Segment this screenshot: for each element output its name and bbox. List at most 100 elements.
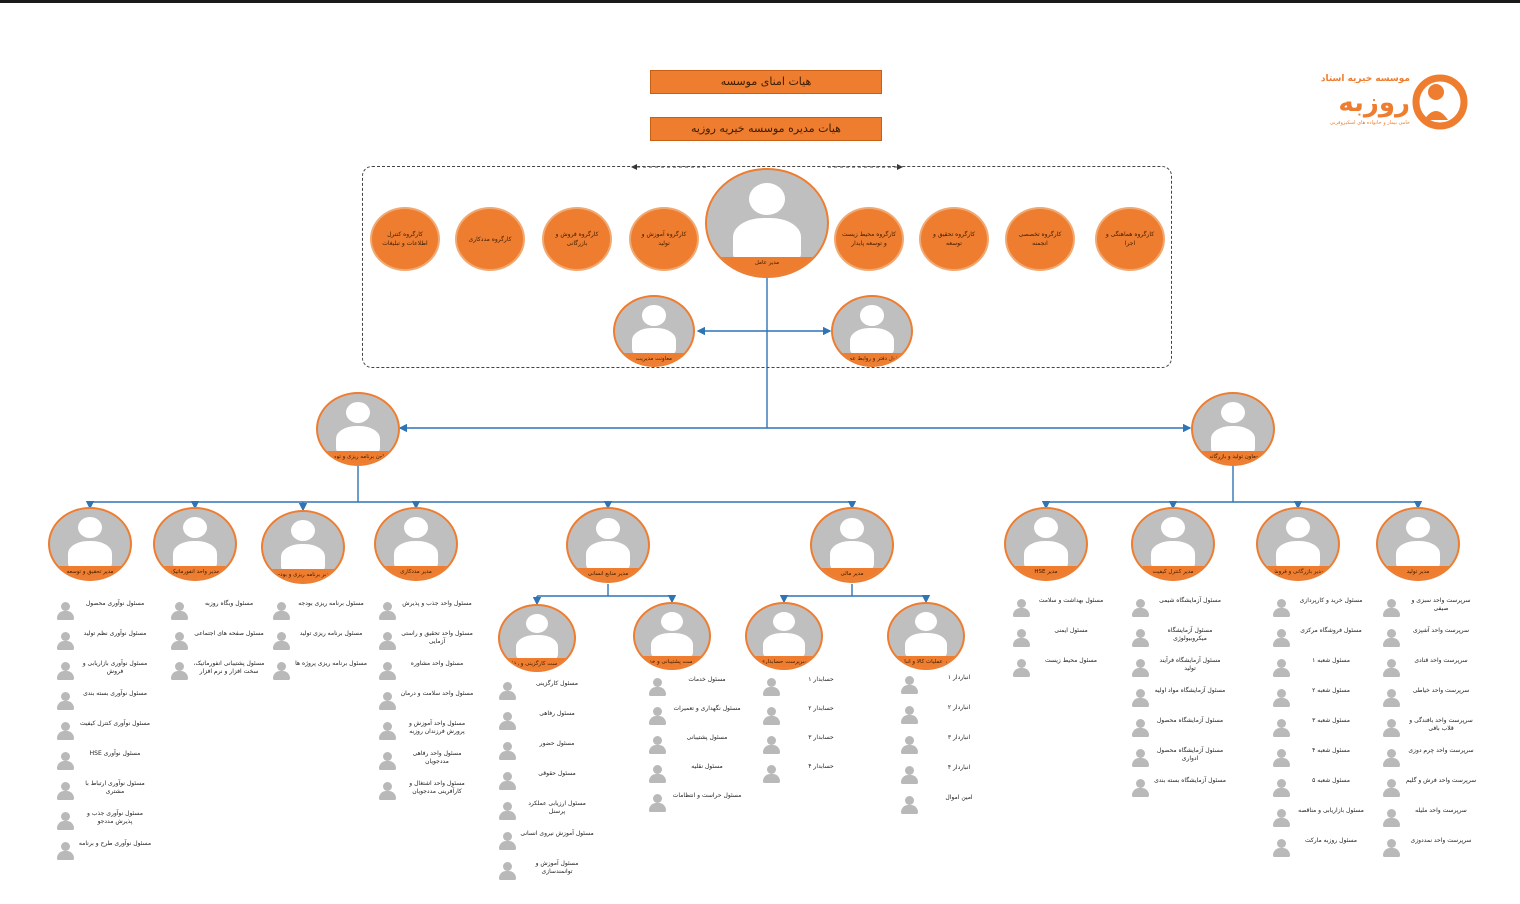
deputy-label: معاون برنامه ریزی و توسعه (318, 451, 398, 464)
avatar-body (393, 540, 439, 569)
person-icon (56, 842, 74, 860)
department-node: مدیر تحقیق و توسعه (48, 507, 132, 581)
avatar-body (829, 541, 875, 571)
supervisor-node: سرپرست کارگزینی و رفاهی (498, 604, 576, 672)
person-icon (498, 772, 516, 790)
person-icon (272, 602, 290, 620)
person-icon (498, 682, 516, 700)
list-item: حسابدار ۴ (762, 763, 857, 785)
list-item-label: مسئول نوآوری محصول (85, 600, 145, 607)
department-node-label: مدیر منابع انسانی (568, 568, 648, 581)
avatar-icon (291, 520, 315, 542)
working-group: کارگروه فروش و بازرگانی (542, 207, 612, 271)
avatar-icon (660, 611, 684, 631)
person-icon (1272, 689, 1290, 707)
person-icon (498, 862, 516, 880)
list-item: مسئول وبگاه روزبه (170, 600, 265, 622)
logo-title: موسسه خیریه استاد (1320, 74, 1410, 84)
person-icon (1382, 629, 1400, 647)
department-node: مدیر مالی (810, 507, 894, 583)
working-group: کارگروه مددکاری (455, 207, 525, 271)
supervisor-node-label: سرپرست پشتیبانی و خدمات (635, 656, 709, 668)
list-item-label: مسئول نوآوری بسته بندی (83, 690, 147, 697)
list-item: مسئول نوآوری کنترل کیفیت (56, 720, 151, 742)
person-icon (378, 632, 396, 650)
person-icon (1131, 629, 1149, 647)
assistant-label: معاونت مدیریت (615, 352, 693, 365)
working-group: کارگروه محیط زیست و توسعه پایدار (834, 207, 904, 271)
list-item-label: سرپرست واحد نمددوزی (1410, 837, 1472, 844)
list-item-label: مسئول پشتیبانی (686, 734, 728, 741)
person-icon (1382, 689, 1400, 707)
person-icon (56, 752, 74, 770)
list-item: مسئول آزمایشگاه محصول ادواری (1131, 747, 1226, 769)
list-item: سرپرست واحد فرش و گلیم (1382, 777, 1477, 799)
list-item: مسئول نوآوری محصول (56, 600, 151, 622)
list-item-label: مسئول نوآوری جذب و پذیرش مددجو (87, 810, 143, 825)
person-icon (272, 662, 290, 680)
list-item-label: سرپرست واحد ملیله (1415, 807, 1467, 814)
working-group: کارگروه هماهنگی و اجرا (1095, 207, 1165, 271)
department-node-label: مدیر واحد انفورماتیک (155, 566, 235, 579)
list-item-label: مسئول حراست و انتظامات (672, 792, 742, 799)
list-item: مسئول حضور (498, 740, 593, 762)
list-item: مسئول خرید و کارپردازی (1272, 597, 1367, 619)
person-icon (1012, 659, 1030, 677)
list-item: مسئول پشتیبانی انفورماتیک، سخت افزار و ن… (170, 660, 265, 682)
department-node-label: مدیر برنامه ریزی و بودجه (263, 569, 343, 582)
list-item: سرپرست واحد آشپزی (1382, 627, 1477, 649)
logo-mark-icon (1412, 74, 1468, 130)
list-item-label: مسئول فروشگاه مرکزی (1300, 627, 1362, 634)
list-item: مسئول برنامه ریزی بودجه (272, 600, 367, 622)
person-icon (1012, 599, 1030, 617)
avatar-icon (346, 402, 370, 424)
avatar-icon (642, 305, 666, 326)
list-item: سرپرست واحد نمددوزی (1382, 837, 1477, 859)
list-item: مسئول نوآوری جذب و پذیرش مددجو (56, 810, 151, 832)
list-item-label: سرپرست واحد قنادی (1414, 657, 1468, 664)
list-item: سرپرست واحد ملیله (1382, 807, 1477, 829)
list-item-label: مسئول برنامه ریزی تولید (299, 630, 363, 637)
list-item-label: سرپرست واحد آشپزی (1413, 627, 1469, 634)
person-icon (900, 796, 918, 814)
department-node-label: مدیر تولید (1378, 566, 1458, 579)
avatar-icon (1034, 517, 1058, 539)
list-item: حسابدار ۱ (762, 676, 857, 698)
avatar-body (1275, 540, 1321, 569)
list-item: مسئول فروشگاه مرکزی (1272, 627, 1367, 649)
list-item-label: مسئول واحد تحقیق و راستی آزمایی (401, 630, 473, 645)
avatar-body (850, 327, 894, 355)
person-icon (1272, 719, 1290, 737)
list-item-label: مسئول شعبه ۳ (1312, 717, 1350, 724)
list-item: مسئول خدمات (648, 676, 743, 698)
department-node: مدیر منابع انسانی (566, 507, 650, 583)
person-icon (1272, 629, 1290, 647)
department-node: مدیر برنامه ریزی و بودجه (261, 510, 345, 584)
list-item: سرپرست واحد چرم دوزی (1382, 747, 1477, 769)
department-node: مدیر بازرگانی و فروش (1256, 507, 1340, 581)
department-node-label: مدیر بازرگانی و فروش (1258, 566, 1338, 579)
avatar-icon (183, 517, 207, 539)
list-item: مسئول شعبه ۴ (1272, 747, 1367, 769)
person-icon (1131, 749, 1149, 767)
person-icon (170, 632, 188, 650)
avatar-body (651, 632, 693, 659)
person-icon (1012, 629, 1030, 647)
avatar-body (733, 217, 801, 261)
list-item: مسئول شعبه ۱ (1272, 657, 1367, 679)
list-item-label: مسئول آموزش و توانمندسازی (535, 860, 579, 875)
avatar-body (905, 632, 947, 659)
list-item-label: مسئول نقلیه (691, 763, 723, 770)
list-item-label: سرپرست واحد بافندگی و قلاب بافی (1409, 717, 1473, 732)
list-item: مسئول نوآوری بسته بندی (56, 690, 151, 712)
department-node-label: مدیر تحقیق و توسعه (50, 566, 130, 579)
list-item-label: مسئول وبگاه روزبه (204, 600, 254, 607)
list-item: مسئول حقوقی (498, 770, 593, 792)
list-item-label: مسئول آزمایشگاه میکروبیولوژی (1167, 627, 1213, 642)
list-item: مسئول پشتیبانی (648, 734, 743, 756)
list-item: مسئول ارزیابی عملکرد پرسنل (498, 800, 593, 822)
person-icon (1131, 689, 1149, 707)
department-node-label: مدیر مالی (812, 568, 892, 581)
list-item: مسئول واحد تحقیق و راستی آزمایی (378, 630, 473, 652)
person-icon (498, 742, 516, 760)
